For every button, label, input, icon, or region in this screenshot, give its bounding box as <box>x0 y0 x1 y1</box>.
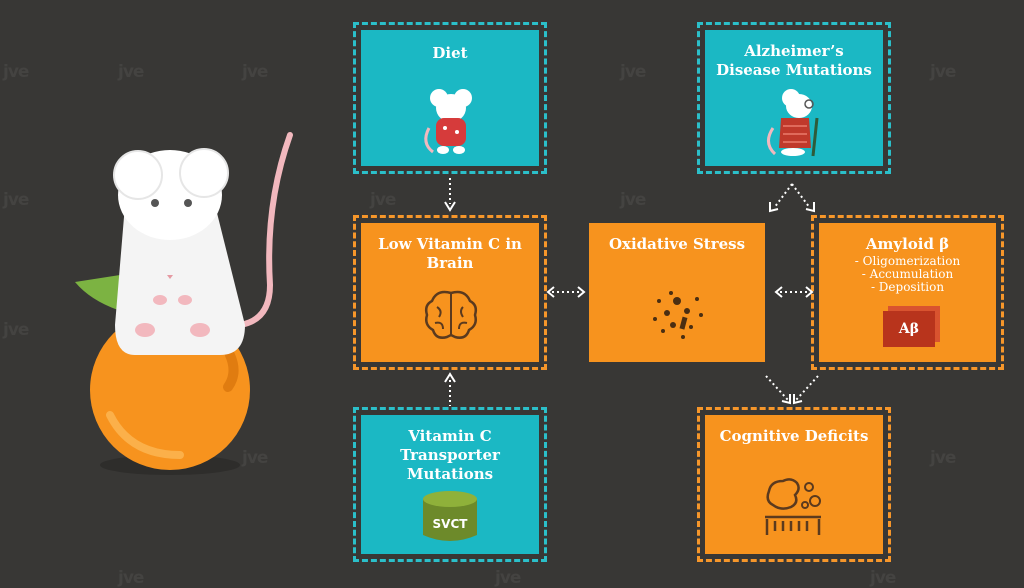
cognitive-frame <box>697 407 891 562</box>
cognitive-brain-icon <box>765 478 821 535</box>
watermark: jve <box>870 568 896 588</box>
cognitive-title: Cognitive Deficits <box>719 427 869 445</box>
amyloid-cube-label: Aβ <box>898 321 920 337</box>
oxidative-particles-icon <box>653 291 703 339</box>
amyloid-detail: - Oligomerization <box>854 254 961 268</box>
transporter-title: Vitamin C Transporter Mutations <box>400 427 500 483</box>
watermark: jve <box>242 62 268 82</box>
transporter-node: Vitamin C Transporter Mutations SVCT <box>361 415 539 554</box>
arrow-transporter-to-low-vitc <box>444 372 456 406</box>
arrow-to-cognitive <box>765 375 819 405</box>
diet-node: Diet <box>361 30 539 166</box>
watermark: jve <box>495 568 521 588</box>
amyloid-detail: - Deposition <box>870 280 945 294</box>
watermark: jve <box>930 448 956 468</box>
brain-icon <box>424 290 478 339</box>
arrow-oxidative-amyloid <box>774 286 814 298</box>
watermark: jve <box>620 190 646 210</box>
amyloid-node: Amyloid β - Oligomerization - Accumulati… <box>819 223 996 362</box>
low-vitc-title: Low Vitamin C in Brain <box>378 235 522 272</box>
ad-mutations-title: Alzheimer’s Disease Mutations <box>716 42 872 79</box>
mouse-on-orange-illustration <box>75 132 293 475</box>
transporter-frame <box>353 407 547 562</box>
watermark: jve <box>930 62 956 82</box>
watermark: jve <box>3 62 29 82</box>
oxidative-node: Oxidative Stress <box>589 223 765 362</box>
low-vitc-node: Low Vitamin C in Brain <box>361 223 539 362</box>
ad-mutations-node: Alzheimer’s Disease Mutations <box>705 30 883 166</box>
mouse-sweater-icon <box>424 89 472 154</box>
arrow-ad-oxidative-amyloid <box>769 183 815 213</box>
arrow-diet-to-low-vitc <box>444 178 456 212</box>
arrow-low-vitc-oxidative <box>546 286 586 298</box>
svct-cylinder-icon <box>423 491 477 541</box>
watermark: jve <box>118 568 144 588</box>
oxidative-title: Oxidative Stress <box>608 235 746 253</box>
diet-frame <box>353 22 547 174</box>
watermark: jve <box>3 190 29 210</box>
amyloid-details: - Oligomerization - Accumulation - Depos… <box>819 255 996 294</box>
watermark: jve <box>620 62 646 82</box>
elderly-mouse-icon <box>767 89 819 157</box>
low-vitc-frame <box>353 215 547 370</box>
watermark: jve <box>370 190 396 210</box>
diet-title: Diet <box>432 44 468 62</box>
amyloid-cube-icon: Aβ <box>883 311 935 347</box>
amyloid-detail: - Accumulation <box>861 267 954 281</box>
watermark: jve <box>118 62 144 82</box>
watermark: jve <box>242 448 268 468</box>
amyloid-title: Amyloid β <box>865 235 950 253</box>
cognitive-node: Cognitive Deficits <box>705 415 883 554</box>
ad-mutations-frame <box>697 22 891 174</box>
watermark: jve <box>3 320 29 340</box>
svct-label: SVCT <box>432 517 468 531</box>
